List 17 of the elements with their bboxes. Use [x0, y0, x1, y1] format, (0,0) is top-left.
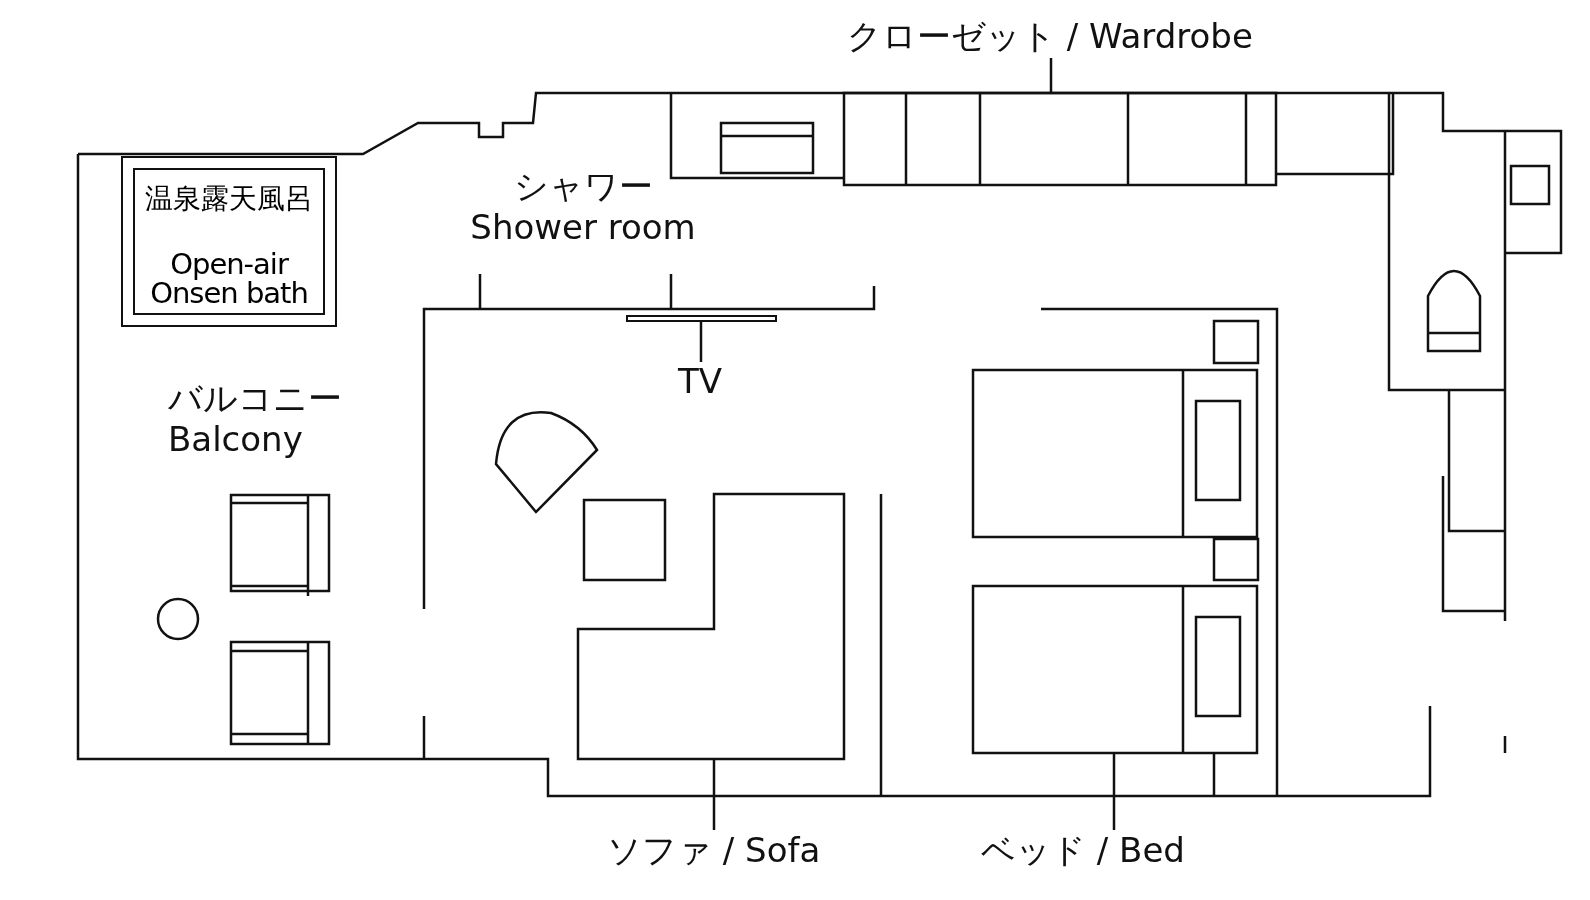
wardrobe-drawing	[842, 91, 1278, 187]
leader-line	[1049, 58, 1053, 93]
callout-label: ソファ / Sofa	[607, 832, 821, 870]
leader-line	[699, 322, 703, 362]
tv-drawing	[626, 315, 777, 322]
room-label: シャワー Shower room	[469, 166, 697, 248]
leader-line	[1112, 754, 1116, 830]
sofa-drawing	[576, 492, 846, 761]
bath-tub	[121, 156, 337, 327]
callout-label: ベッド / Bed	[981, 832, 1185, 870]
callout-label: TV	[678, 363, 723, 401]
room-label: バルコニー Balcony	[168, 378, 343, 460]
callout-label: クローゼット / Wardrobe	[847, 18, 1253, 56]
leader-line	[712, 759, 716, 830]
beds-drawing	[971, 368, 1259, 755]
room-label: Open-air Onsen bath	[149, 250, 309, 308]
room-label: 温泉露天風呂	[144, 182, 314, 216]
